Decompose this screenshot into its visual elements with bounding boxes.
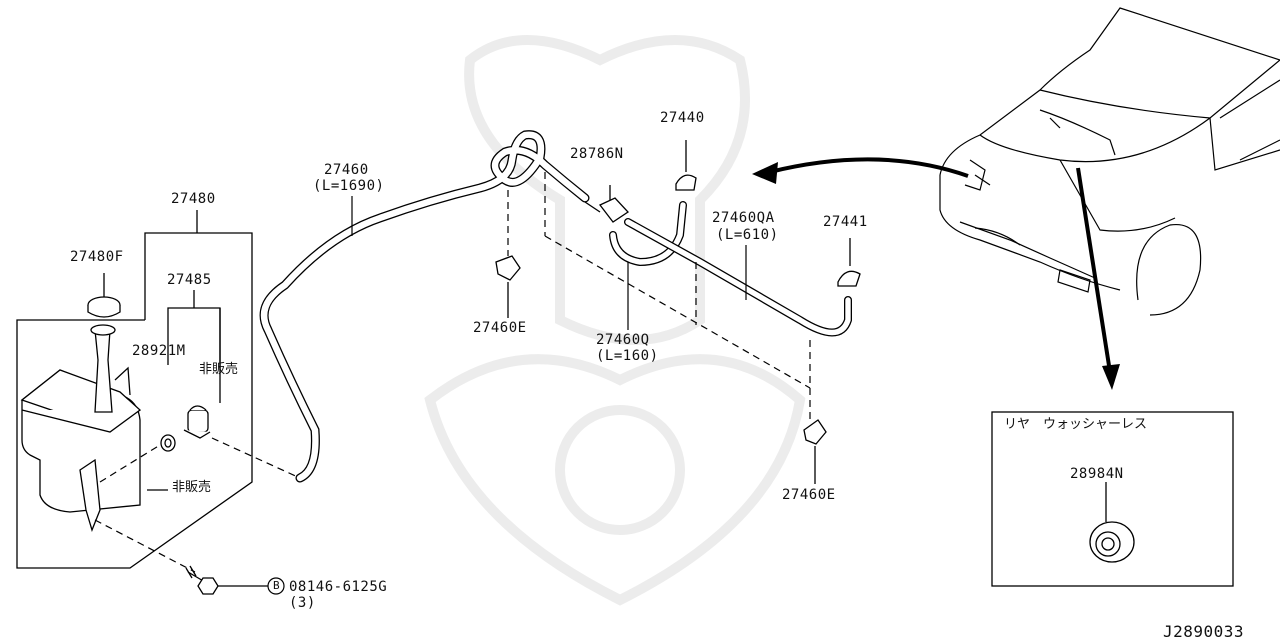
bolt-circle-marker — [267, 577, 285, 595]
label-27480: 27480 — [171, 191, 216, 207]
label-27441: 27441 — [823, 214, 868, 230]
nozzle-27440-icon — [675, 140, 697, 191]
dashed-leaders-middle — [507, 172, 811, 420]
label-27460qa-length: (L=610) — [716, 227, 779, 243]
label-27460: 27460 — [324, 162, 369, 178]
label-27460q: 27460Q — [596, 332, 650, 348]
grommet-icon — [160, 434, 176, 452]
rear-washerless-inset-box — [991, 411, 1234, 587]
dashed-leaders-left — [94, 437, 301, 573]
label-not-sold-tank: 非販売 — [172, 480, 212, 495]
label-bolt-circle: B — [272, 579, 281, 592]
label-27460-length: (L=1690) — [313, 178, 385, 194]
car-outline-icon — [939, 7, 1280, 316]
plug-28984n-icon — [1089, 482, 1135, 563]
label-27460qa: 27460QA — [712, 210, 775, 226]
tank-assembly-box — [16, 210, 253, 569]
filler-cap-icon — [87, 273, 121, 318]
label-not-sold-pump: 非販売 — [199, 362, 239, 377]
inset-title: リヤ ウォッシャーレス — [1004, 417, 1148, 432]
label-27480f: 27480F — [70, 249, 124, 265]
leader-lines-middle — [351, 196, 747, 330]
label-27460e-left: 27460E — [473, 320, 527, 336]
label-27440: 27440 — [660, 110, 705, 126]
label-27460e-right: 27460E — [782, 487, 836, 503]
label-28984n: 28984N — [1070, 466, 1124, 482]
label-28921m: 28921M — [132, 343, 186, 359]
washer-pump-icon — [183, 405, 211, 439]
nozzle-27441-icon — [837, 238, 861, 287]
watermark — [424, 35, 806, 606]
location-arrow — [769, 157, 969, 178]
label-27485: 27485 — [167, 272, 212, 288]
label-28786n: 28786N — [570, 146, 624, 162]
label-bolt: 08146-6125G — [289, 579, 388, 595]
diagram-code: J2890033 — [1163, 622, 1245, 641]
bolt-icon — [185, 565, 268, 595]
connector-28786n-icon — [584, 185, 629, 223]
label-27460q-length: (L=160) — [596, 348, 659, 364]
washer-tank-icon — [20, 324, 142, 532]
label-bolt-qty: (3) — [289, 595, 316, 611]
clip-27460e-left-icon — [495, 255, 521, 318]
clip-27460e-right-icon — [803, 419, 827, 484]
